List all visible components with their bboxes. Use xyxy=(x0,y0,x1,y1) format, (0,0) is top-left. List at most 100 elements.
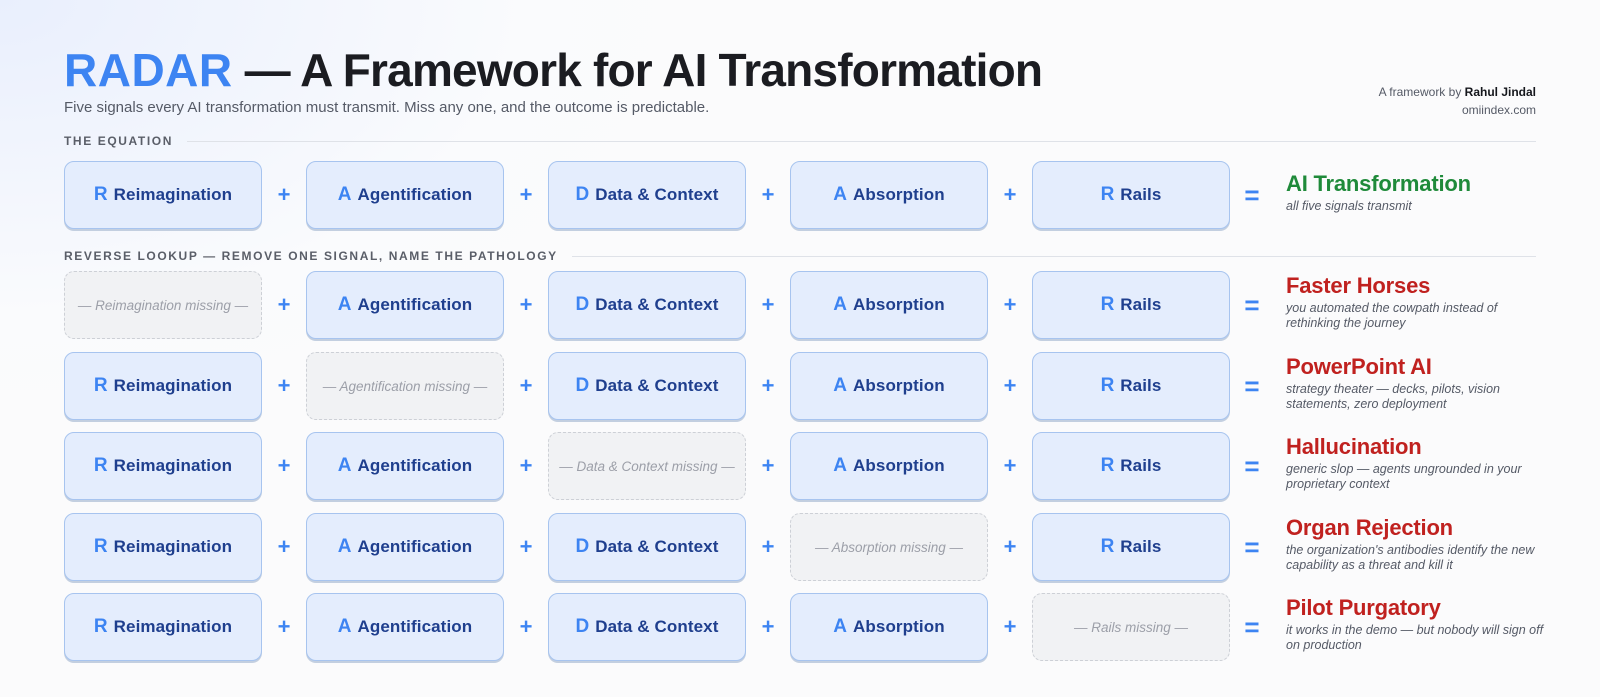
result-outcome: AI Transformation all five signals transm… xyxy=(1286,171,1546,239)
plus-operator: + xyxy=(761,534,775,559)
signal-box-agentification: A Agentification xyxy=(306,432,504,500)
plus-operator: + xyxy=(277,453,291,478)
signal-box-absorption: A Absorption xyxy=(790,271,988,339)
equals-operator: = xyxy=(1244,370,1260,401)
result-title: PowerPoint AI xyxy=(1286,354,1432,379)
result-description: the organization's antibodies identify t… xyxy=(1286,543,1535,572)
plus-operator: + xyxy=(519,614,533,639)
signal-letter: R xyxy=(93,616,108,637)
plus-operator: + xyxy=(277,373,291,398)
signal-name: Rails xyxy=(1120,376,1162,395)
section-reverse-lookup: REVERSE LOOKUP — REMOVE ONE SIGNAL, NAME… xyxy=(64,249,1536,263)
plus-operator: + xyxy=(1003,373,1017,398)
signal-letter: A xyxy=(833,294,848,315)
signal-letter: R xyxy=(1100,536,1115,557)
pathology-row: R Reimagination + — Agentification missing … xyxy=(64,352,1536,422)
signal-box-reimagination: R Reimagination xyxy=(64,161,262,229)
signal-name: Data & Context xyxy=(595,617,719,636)
signal-missing-rails: — Rails missing — xyxy=(1032,593,1230,661)
signal-letter: D xyxy=(575,184,590,205)
plus-operator: + xyxy=(1003,292,1017,317)
signal-letter: D xyxy=(575,536,590,557)
signal-letter: A xyxy=(833,616,848,637)
plus-operator: + xyxy=(277,534,291,559)
signal-letter: A xyxy=(337,536,352,557)
signal-letter: D xyxy=(575,375,590,396)
plus-operator: + xyxy=(761,453,775,478)
subtitle: Five signals every AI transformation mus… xyxy=(64,99,710,116)
result-title: AI Transformation xyxy=(1286,171,1471,196)
signal-letter: R xyxy=(1100,375,1115,396)
signal-letter: A xyxy=(337,455,352,476)
result-pathology: Pilot Purgatory it works in the demo — bu… xyxy=(1286,595,1546,663)
plus-operator: + xyxy=(277,182,291,207)
signal-letter: A xyxy=(833,455,848,476)
signal-missing-absorption: — Absorption missing — xyxy=(790,513,988,581)
signal-name: Agentification xyxy=(357,456,473,475)
signal-letter: D xyxy=(575,616,590,637)
signal-missing-data-context: — Data & Context missing — xyxy=(548,432,746,500)
signal-letter: A xyxy=(337,184,352,205)
plus-operator: + xyxy=(761,614,775,639)
result-title: Hallucination xyxy=(1286,434,1422,459)
result-description: it works in the demo — but nobody will s… xyxy=(1286,623,1544,652)
signal-name: Reimagination xyxy=(113,376,233,395)
result-title: Organ Rejection xyxy=(1286,515,1453,540)
signal-name: Absorption xyxy=(853,295,945,314)
plus-operator: + xyxy=(519,292,533,317)
divider xyxy=(571,255,1536,257)
signal-letter: R xyxy=(93,536,108,557)
plus-operator: + xyxy=(761,373,775,398)
result-title: Pilot Purgatory xyxy=(1286,595,1441,620)
signal-name: Agentification xyxy=(357,617,473,636)
signal-letter: A xyxy=(337,616,352,637)
signal-box-agentification: A Agentification xyxy=(306,593,504,661)
signal-name: Absorption xyxy=(853,617,945,636)
radar-framework: R A D A R — A Framework for AI Transformatio… xyxy=(64,0,1543,661)
result-pathology: Hallucination generic slop — agents ungro… xyxy=(1286,434,1546,502)
page-title: RADAR — A Framework for AI Transformatio… xyxy=(64,44,1043,96)
signal-missing-agentification: — Agentification missing — xyxy=(306,352,504,420)
plus-operator: + xyxy=(277,614,291,639)
plus-operator: + xyxy=(1003,534,1017,559)
header: RADAR — A Framework for AI Transformatio… xyxy=(64,0,1536,124)
plus-operator: + xyxy=(519,453,533,478)
signal-letter: D xyxy=(575,294,590,315)
signal-letter: R xyxy=(93,184,108,205)
signal-name: Reimagination xyxy=(113,185,233,204)
signal-name: Data & Context xyxy=(595,376,719,395)
equals-operator: = xyxy=(1244,289,1260,320)
signal-missing-reimagination: — Reimagination missing — xyxy=(64,271,262,339)
signal-name: Data & Context xyxy=(595,295,719,314)
credit: A framework by Rahul Jindal omiindex.com xyxy=(1379,83,1536,119)
signal-name: Agentification xyxy=(357,537,473,556)
signal-name: Absorption xyxy=(853,185,945,204)
plus-operator: + xyxy=(519,534,533,559)
result-description: all five signals transmit xyxy=(1286,199,1412,213)
title-rest: — A Framework for AI Transformation xyxy=(232,44,1043,96)
signal-box-data-context: D Data & Context xyxy=(548,271,746,339)
equals-operator: = xyxy=(1244,531,1260,562)
signal-box-data-context: D Data & Context xyxy=(548,593,746,661)
signal-box-data-context: D Data & Context xyxy=(548,352,746,420)
plus-operator: + xyxy=(277,292,291,317)
equals-operator: = xyxy=(1244,611,1260,642)
signal-letter: R xyxy=(93,375,108,396)
plus-operator: + xyxy=(519,182,533,207)
result-pathology: Organ Rejection the organization's antibo… xyxy=(1286,515,1546,583)
signal-letter: A xyxy=(833,375,848,396)
result-description: generic slop — agents ungrounded in your… xyxy=(1286,462,1522,491)
